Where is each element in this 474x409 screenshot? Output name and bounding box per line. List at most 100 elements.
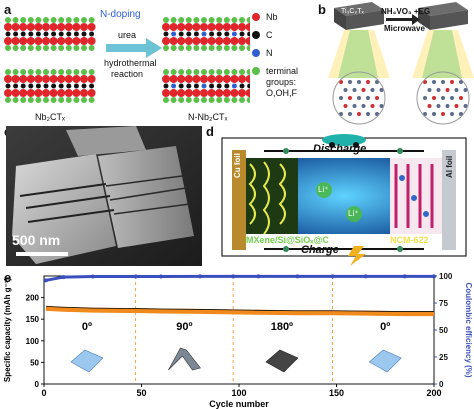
atom: [35, 31, 41, 37]
atom: [193, 69, 200, 75]
n-doping-label: N-doping: [100, 9, 141, 20]
atom: [239, 45, 245, 51]
atom: [35, 83, 41, 89]
atom: [185, 69, 192, 75]
atom: [185, 17, 192, 23]
lattice-atom: [352, 88, 357, 92]
x-axis-label: Cycle number: [209, 399, 269, 409]
atom: [163, 69, 169, 75]
atom: [87, 37, 96, 45]
atom: [49, 37, 58, 45]
bend-angle-label: 180º: [271, 321, 293, 333]
atom: [246, 97, 250, 103]
lattice-atom: [441, 80, 445, 84]
lattice-atom: [339, 80, 343, 84]
lattice-atom: [432, 80, 436, 84]
atom: [245, 23, 250, 31]
atom: [4, 23, 12, 31]
atom: [238, 75, 246, 83]
atom: [163, 97, 169, 103]
atom: [13, 83, 19, 89]
atom: [193, 97, 200, 103]
sem-image: [6, 126, 202, 266]
atom: [73, 45, 80, 51]
folded-180-device-icon: [265, 349, 299, 373]
atom: [201, 69, 207, 75]
n-nb2ctx-label: N-Nb₂CTₓ: [188, 112, 228, 122]
lattice-atom: [375, 112, 379, 116]
atom: [178, 17, 185, 23]
y-axis-label: Specific capacity (mAh g⁻¹): [3, 278, 12, 383]
al-foil-label: Al foil: [445, 155, 454, 178]
atom: [163, 17, 169, 23]
efficiency-point: [256, 274, 261, 279]
cathode-label: NCM-622: [390, 235, 429, 245]
atom: [89, 83, 95, 89]
atom: [216, 17, 223, 23]
atom: [178, 69, 185, 75]
atom: [184, 37, 193, 45]
atom: [26, 23, 35, 31]
capacity-series-edge: [45, 306, 434, 312]
panel-a-legend: Nb C N terminal groups: O,OH,F: [252, 8, 302, 108]
atom: [184, 23, 193, 31]
atom: [43, 31, 49, 37]
atom: [88, 97, 95, 103]
atom: [89, 31, 95, 37]
atom: [201, 45, 207, 51]
lattice-atom: [348, 96, 352, 100]
atom: [186, 31, 192, 37]
atom: [245, 37, 250, 45]
atom: [192, 23, 201, 31]
y2-axis-label: Coulombic efficiency (%): [464, 282, 473, 377]
atom: [207, 37, 216, 45]
atom: [27, 17, 34, 23]
atom: [81, 17, 87, 23]
atom: [87, 75, 96, 83]
atom: [239, 97, 245, 103]
atom: [72, 89, 81, 97]
atom: [20, 17, 27, 23]
atom: [64, 37, 73, 45]
atom: [169, 23, 178, 31]
atom: [238, 37, 246, 45]
atom: [58, 83, 64, 89]
atom: [58, 97, 65, 103]
efficiency-point: [61, 275, 66, 280]
cu-foil-label: Cu foil: [233, 153, 242, 178]
y2-tick-label: 0: [439, 380, 444, 389]
atom: [42, 23, 50, 31]
x-tick-label: 200: [426, 388, 441, 398]
atom: [5, 69, 11, 75]
c-dot-icon: [252, 31, 260, 39]
atom: [5, 31, 11, 37]
atom: [170, 45, 177, 51]
atom: [178, 83, 184, 89]
arrow-microwave-label: Microwave: [384, 24, 425, 33]
atom: [224, 83, 230, 89]
atom: [245, 75, 250, 83]
atom: [4, 37, 12, 45]
scale-bar: [16, 252, 68, 256]
atom: [11, 37, 20, 45]
lattice-atom: [459, 112, 463, 116]
atom: [20, 31, 26, 37]
atom: [43, 69, 49, 75]
lattice-atom: [423, 112, 427, 116]
atom: [201, 31, 207, 37]
atom: [50, 69, 57, 75]
atom: [239, 31, 245, 37]
atom: [222, 37, 231, 45]
atom: [28, 83, 34, 89]
efficiency-point: [330, 274, 335, 279]
atom: [207, 75, 216, 83]
atom: [170, 97, 177, 103]
atom: [80, 23, 88, 31]
nb2ctx-label: Nb₂CTₓ: [35, 112, 65, 122]
atom: [65, 69, 72, 75]
atom: [12, 17, 19, 23]
lattice-atom: [454, 88, 459, 92]
atom: [223, 97, 230, 103]
atom: [64, 23, 73, 31]
efficiency-point: [363, 274, 368, 279]
